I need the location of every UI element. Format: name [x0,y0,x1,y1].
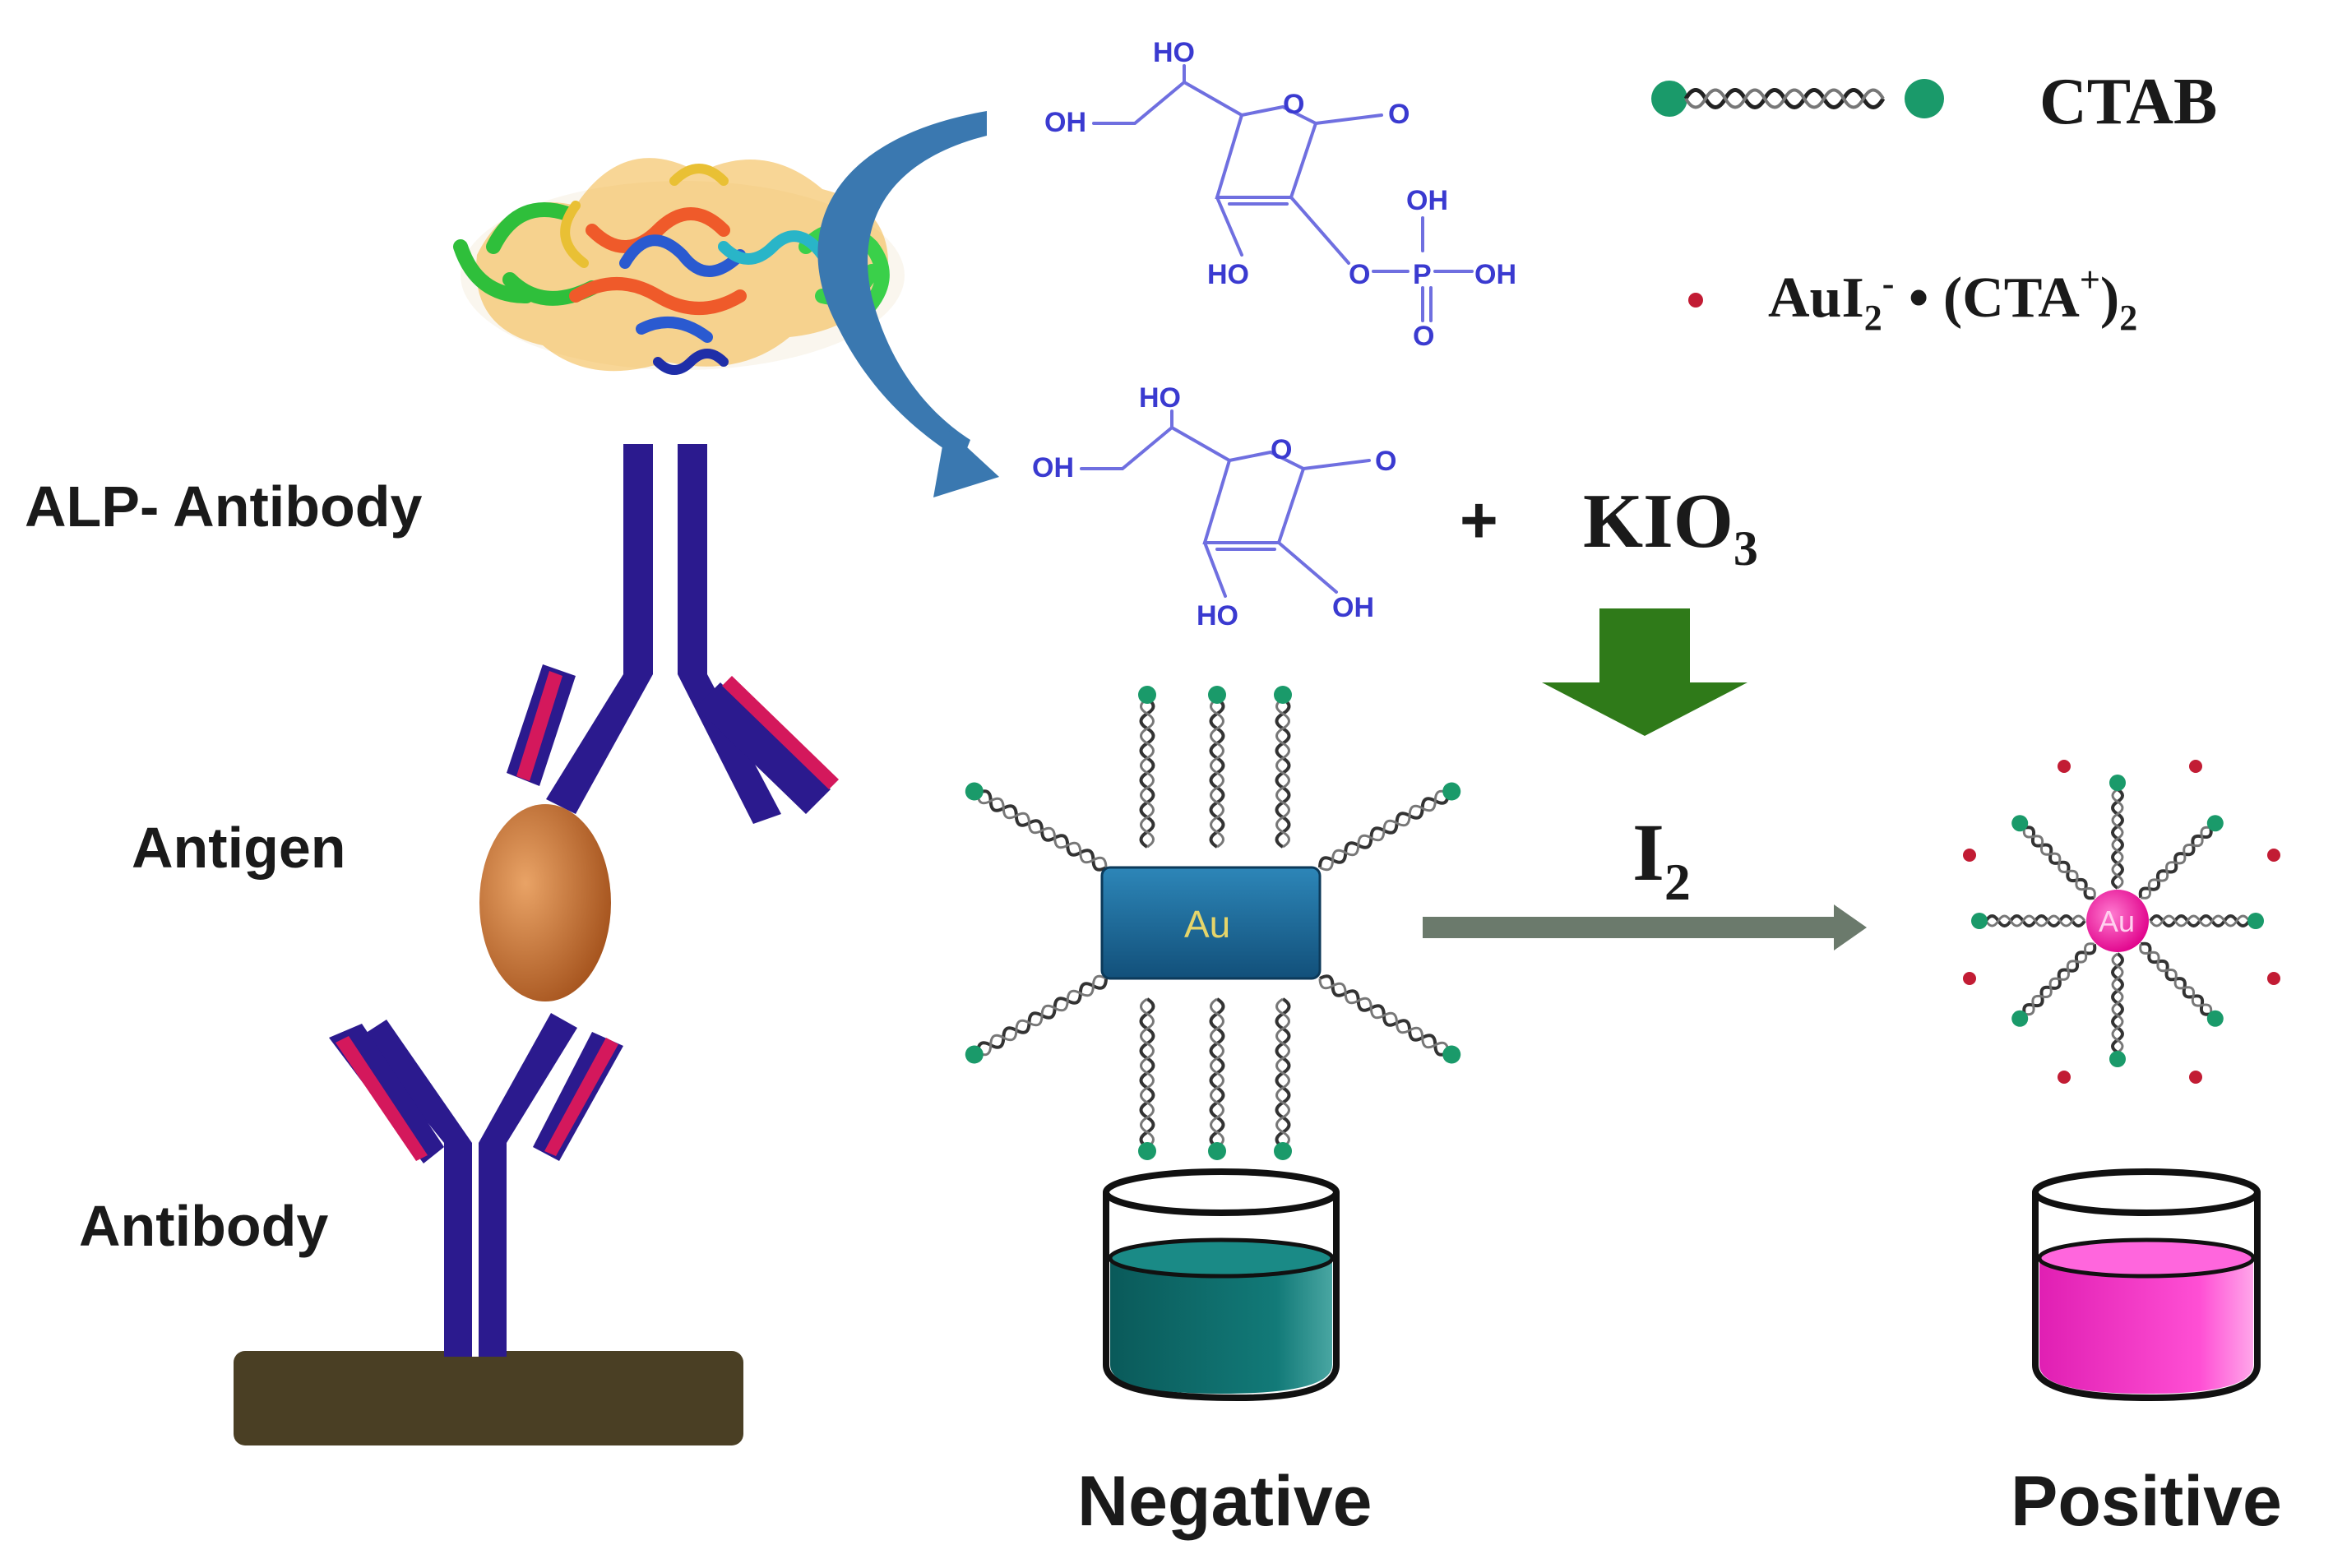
kio3-label: KIO3 [1583,479,1758,576]
alp-antibody-label: ALP- Antibody [25,474,423,539]
complex-legend-label: AuI2- • (CTA+)2 [1768,260,2137,338]
positive-beaker [2032,1168,2261,1402]
negative-beaker [1103,1168,1340,1402]
ascorbyl-phosphate-structure: HO OH O O HO O P OH OH O [1044,37,1516,352]
au-sphere [1970,773,2266,1069]
svg-text:HO: HO [1139,382,1181,414]
svg-text:HO: HO [1207,259,1249,290]
ctab-legend-label: CTAB [2039,66,2217,138]
detection-antibody [507,444,839,824]
capture-antibody [329,1013,623,1357]
legend-ctab [1651,79,1944,118]
svg-text:OH: OH [1406,185,1448,216]
reaction-arrow [1423,904,1867,951]
i2-label: I2 [1632,807,1691,911]
svg-text:O: O [1413,321,1434,352]
svg-text:P: P [1413,259,1432,290]
down-arrow [1542,608,1747,736]
svg-text:OH: OH [1474,259,1516,290]
svg-text:HO: HO [1197,600,1238,631]
complex-dots [1963,760,2280,1084]
svg-text:O: O [1349,259,1370,290]
ascorbic-acid-structure: HO OH O O HO OH [1032,382,1396,631]
svg-text:HO: HO [1153,37,1195,68]
antigen-label: Antigen [132,816,346,880]
positive-label: Positive [2011,1462,2282,1541]
au-rod-label: Au [1184,903,1230,946]
antigen-shape [479,804,611,1001]
legend-complex [1688,293,1703,308]
curved-arrow [817,111,999,497]
alp-enzyme [453,158,905,375]
au-nanorod [960,684,1466,1162]
svg-text:O: O [1271,434,1292,465]
negative-label: Negative [1077,1462,1372,1541]
plus-sign: + [1460,483,1498,557]
svg-text:OH: OH [1032,452,1074,483]
svg-text:O: O [1283,89,1304,120]
au-sphere-label: Au [2099,904,2135,938]
substrate-surface [234,1351,743,1445]
svg-text:O: O [1375,446,1396,477]
svg-text:OH: OH [1332,592,1374,623]
svg-text:OH: OH [1044,107,1086,138]
svg-text:O: O [1388,99,1410,130]
antibody-label: Antibody [79,1194,328,1258]
